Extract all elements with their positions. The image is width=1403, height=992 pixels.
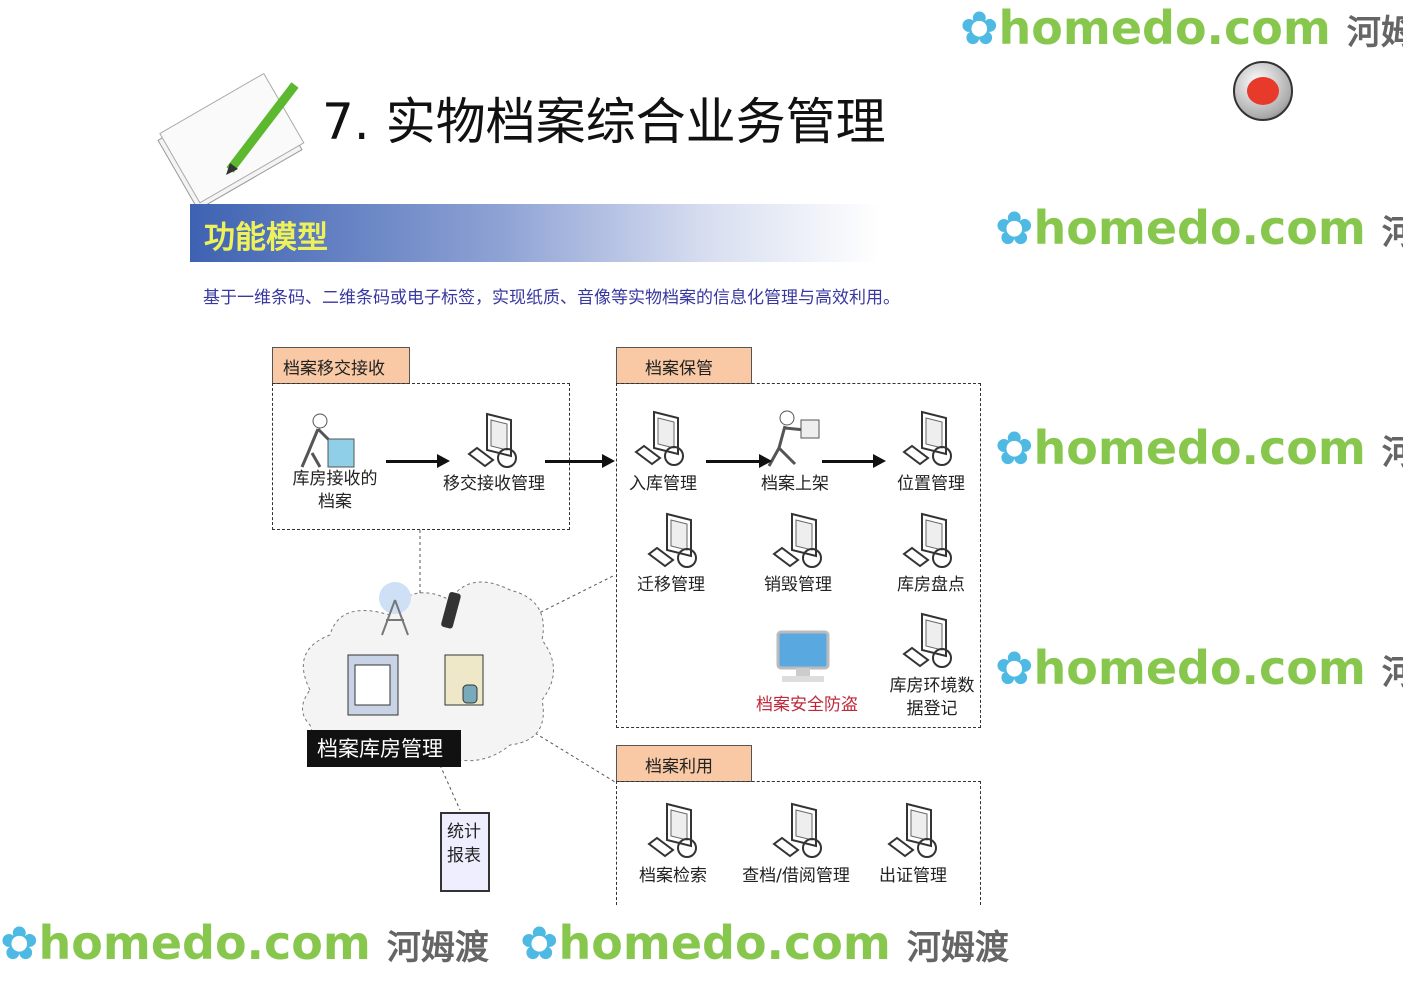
label-migration: 迁移管理: [637, 575, 705, 595]
label-received-archives: 库房接收的档案: [292, 469, 378, 512]
watermark: ✿homedo.com 河姆渡: [960, 1, 1403, 55]
computer-icon: [903, 411, 952, 466]
use-group-title: 档案利用: [616, 745, 752, 782]
label-shelving: 档案上架: [761, 474, 829, 494]
section-header: 功能模型: [190, 204, 880, 262]
report-icon: 统计报表: [440, 812, 490, 892]
subtitle: 基于一维条码、二维条码或电子标签，实现纸质、音像等实物档案的信息化管理与高效利用…: [203, 288, 900, 308]
storage-group-title: 档案保管: [616, 347, 752, 384]
label-transfer-management: 移交接收管理: [443, 474, 545, 494]
watermark: ✿homedo.com 河姆渡: [0, 916, 489, 970]
section-header-text: 功能模型: [204, 220, 328, 256]
arrow: [706, 454, 772, 468]
arrow: [545, 454, 615, 468]
computer-icon: [773, 513, 822, 568]
scanner-icon: [441, 591, 461, 629]
watermark: ✿homedo.com 河姆渡: [995, 421, 1403, 475]
transfer-group-title: 档案移交接收: [272, 347, 410, 384]
notepad-pencil-icon: [157, 72, 305, 205]
label-search: 档案检索: [639, 866, 707, 886]
warehouse-label: 档案库房管理: [307, 730, 461, 767]
computer-icon: [903, 613, 952, 668]
back-button[interactable]: [1233, 61, 1293, 121]
label-location: 位置管理: [897, 474, 965, 494]
computer-icon: [468, 413, 517, 468]
label-inbound: 入库管理: [629, 474, 697, 494]
label-certificate: 出证管理: [879, 866, 947, 886]
transfer-group-box: [272, 383, 570, 530]
computer-icon: [773, 803, 822, 858]
arrow: [822, 454, 886, 468]
antenna-icon: [379, 582, 411, 636]
label-inventory: 库房盘点: [897, 575, 965, 595]
server-icon: [444, 654, 484, 706]
computer-icon: [888, 803, 937, 858]
computer-icon: [648, 803, 697, 858]
watermark: ✿homedo.com 河姆渡: [520, 916, 1009, 970]
use-group-box: [616, 781, 981, 905]
building-icon: [347, 654, 399, 716]
label-security: 档案安全防盗: [756, 695, 858, 715]
worker-shelving-icon: [767, 410, 820, 467]
label-environment: 库房环境数据登记: [889, 676, 975, 719]
computer-icon: [635, 411, 684, 466]
watermark: ✿homedo.com 河姆渡: [995, 641, 1403, 695]
page-title: 7. 实物档案综合业务管理: [322, 93, 886, 151]
label-borrow: 查档/借阅管理: [742, 866, 850, 886]
arrow: [386, 454, 450, 468]
storage-group-box: [616, 383, 981, 728]
label-destruction: 销毁管理: [764, 575, 832, 595]
desktop-monitor-icon: [776, 630, 830, 682]
watermark: ✿homedo.com 河姆渡: [995, 201, 1403, 255]
worker-box-icon: [300, 413, 355, 468]
warehouse-cloud: [302, 530, 616, 811]
computer-icon: [903, 513, 952, 568]
computer-icon: [648, 513, 697, 568]
